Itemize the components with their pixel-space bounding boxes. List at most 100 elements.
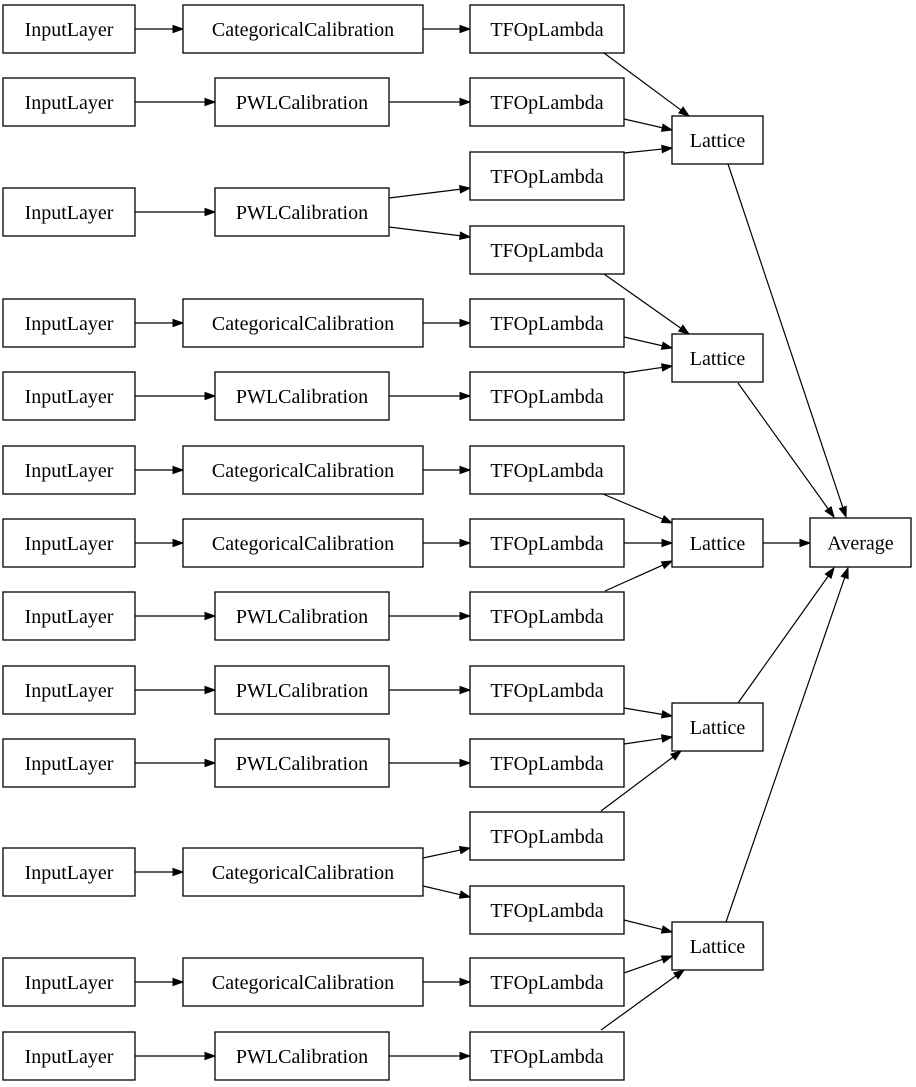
- node-box: [469, 957, 625, 1007]
- edge-il7-cc7: [135, 538, 185, 548]
- node-input-layer-il9: InputLayer: [2, 665, 136, 715]
- edge-il5-pw5: [135, 391, 217, 401]
- node-pwl-calibration-pw2: PWLCalibration: [214, 77, 390, 127]
- node-box: [469, 1031, 625, 1081]
- edge-tf13-la5: [623, 919, 674, 934]
- node-box: [2, 77, 136, 127]
- node-box: [2, 187, 136, 237]
- node-tf-op-lambda-tf13: TFOpLambda: [469, 885, 625, 935]
- arrowhead-icon: [660, 341, 674, 350]
- edge-il4-cc4: [135, 318, 185, 328]
- edge-cc12-tf14: [423, 977, 472, 987]
- node-input-layer-il2: InputLayer: [2, 77, 136, 127]
- node-label: InputLayer: [25, 1046, 114, 1068]
- node-pwl-calibration-pw10: PWLCalibration: [214, 738, 390, 788]
- edge-pw13-tf15: [389, 1051, 472, 1061]
- node-box: [2, 738, 136, 788]
- node-input-layer-il5: InputLayer: [2, 371, 136, 421]
- arrowhead-icon: [459, 977, 472, 987]
- edge-tf11-la4: [623, 734, 674, 745]
- arrowhead-icon: [458, 845, 472, 855]
- node-label: Lattice: [690, 717, 746, 739]
- edge-line: [623, 919, 663, 931]
- arrowhead-icon: [660, 363, 674, 372]
- edge-line: [422, 849, 461, 859]
- edge-line: [422, 885, 461, 896]
- node-box: [214, 1031, 390, 1081]
- node-label: TFOpLambda: [490, 753, 603, 775]
- edge-cc4-tf5: [423, 318, 472, 328]
- arrowhead-icon: [459, 24, 472, 34]
- edges-layer: [135, 24, 849, 1061]
- edge-cc7-tf8: [423, 538, 472, 548]
- edge-line: [388, 188, 461, 199]
- arrowhead-icon: [677, 106, 691, 117]
- node-box: [671, 115, 764, 165]
- edge-la2-avg: [737, 382, 835, 519]
- node-box: [2, 371, 136, 421]
- edge-line: [737, 382, 829, 510]
- node-label: InputLayer: [25, 92, 114, 114]
- arrowhead-icon: [204, 1051, 217, 1061]
- edge-il3-pw3: [135, 207, 217, 217]
- edge-pw10-tf11: [389, 758, 472, 768]
- edge-line: [737, 575, 829, 704]
- node-input-layer-il3: InputLayer: [2, 187, 136, 237]
- edge-line: [623, 148, 663, 154]
- arrowhead-icon: [660, 514, 674, 524]
- arrowhead-icon: [172, 867, 185, 877]
- edge-tf8-la3: [624, 538, 674, 548]
- arrowhead-icon: [172, 24, 185, 34]
- node-box: [469, 591, 625, 641]
- node-box: [469, 738, 625, 788]
- node-pwl-calibration-pw3: PWLCalibration: [214, 187, 390, 237]
- node-box: [2, 665, 136, 715]
- edge-pw2-tf2: [389, 97, 472, 107]
- arrowhead-icon: [824, 505, 835, 519]
- node-label: Lattice: [690, 936, 746, 958]
- edge-line: [623, 366, 663, 374]
- node-label: InputLayer: [25, 386, 114, 408]
- node-label: TFOpLambda: [490, 680, 603, 702]
- node-lattice-la3: Lattice: [671, 518, 764, 568]
- node-tf-op-lambda-tf5: TFOpLambda: [469, 298, 625, 348]
- node-tf-op-lambda-tf4: TFOpLambda: [469, 225, 625, 275]
- edge-la1-avg: [727, 163, 847, 519]
- node-box: [182, 847, 424, 897]
- edge-line: [727, 163, 844, 508]
- node-box: [182, 445, 424, 495]
- arrowhead-icon: [661, 538, 674, 548]
- node-tf-op-lambda-tf12: TFOpLambda: [469, 811, 625, 861]
- edge-pw5-tf6: [389, 391, 472, 401]
- node-label: TFOpLambda: [490, 533, 603, 555]
- node-box: [2, 298, 136, 348]
- edge-cc11-tf13: [422, 885, 472, 899]
- node-label: Lattice: [690, 348, 746, 370]
- edge-cc1-tf1: [423, 24, 472, 34]
- arrowhead-icon: [840, 566, 849, 580]
- node-label: TFOpLambda: [490, 166, 603, 188]
- edge-line: [623, 336, 663, 347]
- node-label: InputLayer: [25, 862, 114, 884]
- edge-tf1-la1: [603, 52, 691, 117]
- node-box: [469, 4, 625, 54]
- edge-tf6-la2: [623, 363, 674, 374]
- node-box: [2, 1031, 136, 1081]
- arrowhead-icon: [660, 925, 674, 934]
- node-box: [214, 591, 390, 641]
- edge-pw3-tf4: [388, 226, 472, 240]
- arrowhead-icon: [661, 144, 674, 154]
- edge-line: [604, 564, 664, 592]
- node-box: [469, 151, 625, 201]
- node-tf-op-lambda-tf8: TFOpLambda: [469, 518, 625, 568]
- node-tf-op-lambda-tf14: TFOpLambda: [469, 957, 625, 1007]
- edge-tf15-la5: [600, 969, 686, 1031]
- edge-line: [623, 958, 663, 974]
- edge-cc11-tf12: [422, 845, 472, 859]
- node-box: [182, 4, 424, 54]
- node-box: [182, 957, 424, 1007]
- edge-il1-cc1: [135, 24, 185, 34]
- edge-tf2-la1: [623, 118, 674, 132]
- edge-tf5-la2: [623, 336, 674, 350]
- node-box: [469, 298, 625, 348]
